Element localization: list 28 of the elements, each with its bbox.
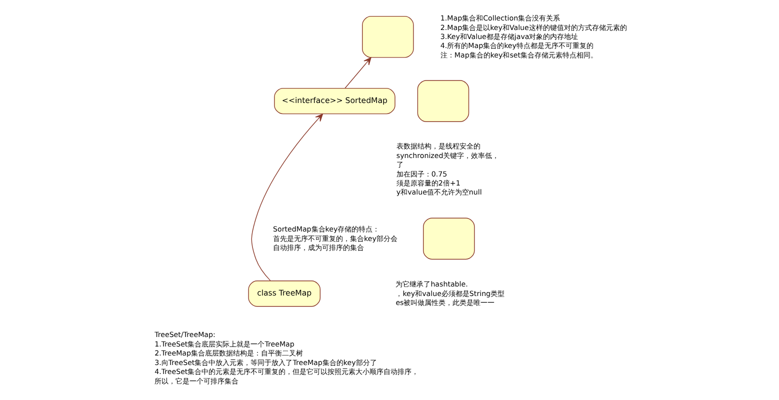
node-box (423, 218, 475, 260)
label: es被叫做属性类，此类是唯一一 (396, 298, 495, 307)
arrow (344, 57, 372, 89)
label: 4.所有的Map集合的key特点都是无序不可重复的 (440, 41, 594, 50)
label: 为它继承了hashtable. (396, 280, 468, 289)
node-box (362, 16, 414, 58)
label: SortedMap集合key存储的特点： (273, 224, 380, 234)
label: 首先是无序不可重复的，集合key部分会 (273, 234, 398, 243)
label: y和value值不允许为空null (396, 188, 482, 197)
label: 加在因子：0.75 (396, 169, 448, 178)
label: 3.Key和Value都是存储java对象的内存地址 (440, 32, 578, 42)
label: 了 (396, 160, 404, 170)
label: 1.Map集合和Collection集合没有关系 (440, 14, 560, 23)
label: 自动排序，成为可排序的集合 (273, 243, 364, 252)
label: 所以，它是一个可排序集合 (154, 376, 239, 386)
label: 4.TreeSet集合中的元素是无序不可重复的，但是它可以按照元素大小顺序自动排序， (154, 367, 419, 376)
arrow (251, 114, 323, 281)
label: 1.TreeSet集合底层实际上就是一个TreeMap (154, 339, 294, 348)
label: 2.TreeMap集合底层数据结构是：自平衡二叉树 (154, 348, 304, 358)
label: 2.Map集合是以key和Value这样的键值对的方式存储元素的 (440, 22, 627, 32)
label: TreeSet/TreeMap: (154, 330, 216, 340)
node-box (417, 80, 470, 122)
label: ，key和value必须都是String类型 (396, 288, 505, 298)
label: 表数据结构，是线程安全的 (396, 142, 480, 151)
label: 须是原容量的2倍+1 (396, 178, 460, 188)
label: synchronized关键字，效率低， (396, 150, 500, 160)
label: 3.向TreeSet集合中放入元素，等同于放入了TreeMap集合的key部分了 (154, 358, 377, 367)
label: 注：Map集合的key和set集合存储元素特点相同。 (440, 50, 598, 60)
